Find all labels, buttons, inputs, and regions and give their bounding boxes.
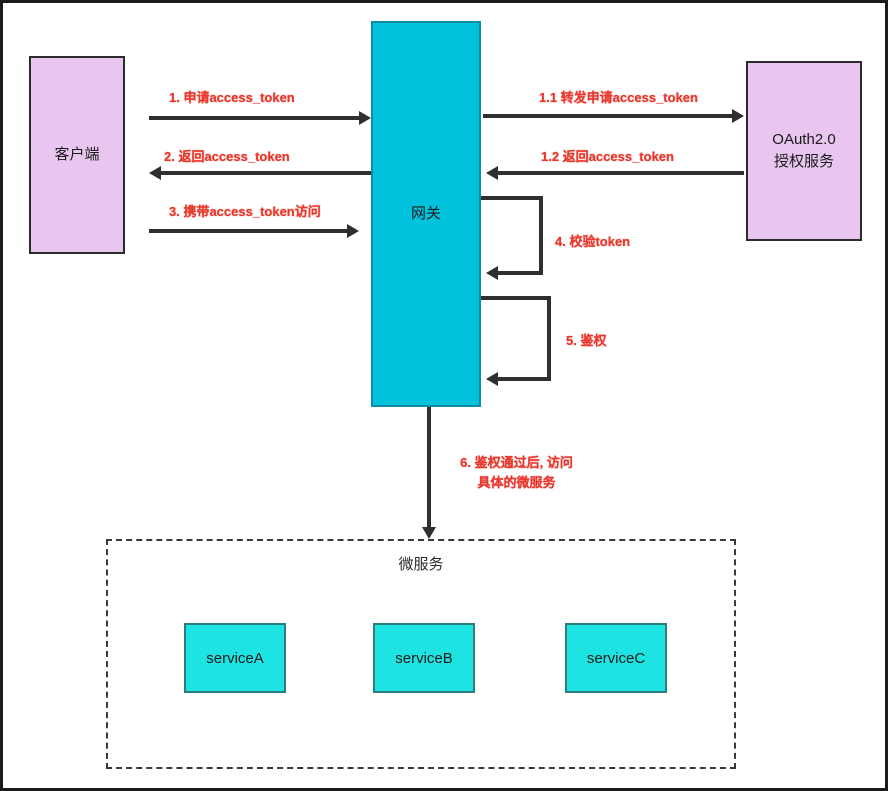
arrow-authorize-loop (481, 296, 551, 386)
node-gateway-label: 网关 (410, 205, 441, 223)
arrow-return-token-to-gateway (486, 166, 744, 180)
node-service-c: serviceC (565, 623, 667, 693)
node-service-c-label: serviceC (586, 649, 646, 667)
edge-label-return-token-to-client: 2. 返回access_token (164, 149, 290, 164)
arrow-return-token-to-client (149, 166, 371, 180)
edge-label-access-with-token: 3. 携带access_token访问 (169, 204, 321, 219)
edge-label-forward-request: 1.1 转发申请access_token (539, 90, 698, 105)
edge-label-forward-to-microservices: 6. 鉴权通过后, 访问 具体的微服务 (429, 453, 604, 492)
edge-label-verify-token: 4. 校验token (555, 234, 631, 249)
node-oauth-label-line1: OAuth2.0 (772, 131, 836, 149)
edge-label-forward-line1: 6. 鉴权通过后, 访问 (460, 455, 573, 470)
edge-label-authorize: 5. 鉴权 (566, 333, 607, 348)
node-service-a: serviceA (184, 623, 286, 693)
node-client-label: 客户端 (54, 146, 100, 164)
arrow-request-token (149, 111, 371, 125)
arrow-forward-request (483, 109, 744, 123)
node-oauth-label-line2: 授权服务 (773, 153, 834, 170)
node-service-a-label: serviceA (206, 649, 264, 667)
node-service-b: serviceB (373, 623, 475, 693)
edge-label-request-token: 1. 申请access_token (169, 90, 295, 105)
node-oauth-server: OAuth2.0 授权服务 (746, 61, 862, 241)
arrow-verify-token-loop (481, 196, 543, 280)
edge-label-forward-line2: 具体的微服务 (477, 474, 556, 490)
arrow-access-with-token (149, 224, 359, 238)
node-client: 客户端 (29, 56, 125, 254)
microservices-label: 微服务 (398, 556, 444, 573)
node-gateway: 网关 (371, 21, 481, 407)
node-service-b-label: serviceB (395, 649, 453, 667)
edge-label-return-token-to-gateway: 1.2 返回access_token (541, 149, 674, 164)
